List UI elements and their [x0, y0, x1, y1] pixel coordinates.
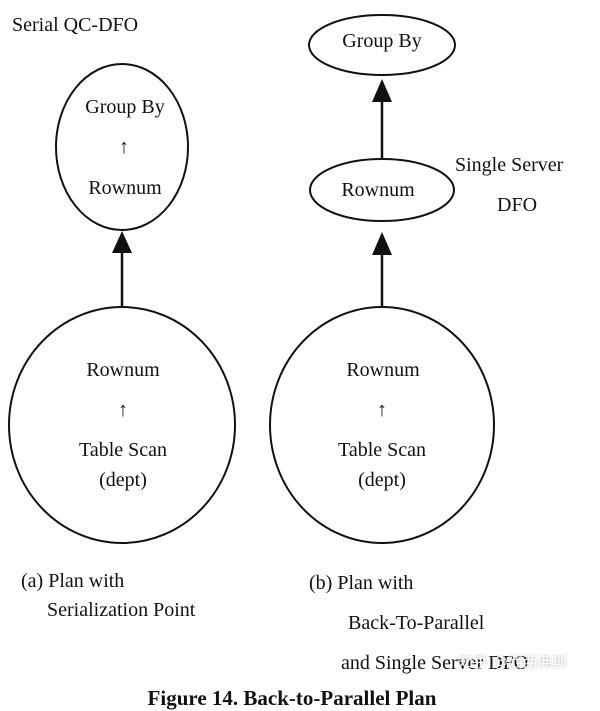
- left-panel-heading: Serial QC-DFO: [12, 14, 139, 36]
- right-annotation-line-2: DFO: [497, 194, 538, 216]
- figure-caption: Figure 14. Back-to-Parallel Plan: [147, 686, 437, 710]
- right-caption-line-1: (b) Plan with: [309, 572, 414, 594]
- right-top-node: [308, 14, 456, 76]
- left-bottom-node-label-3: (dept): [99, 469, 147, 491]
- left-bottom-node-arrow: ↑: [118, 399, 128, 421]
- right-caption-line-2: Back-To-Parallel: [348, 612, 485, 634]
- right-middle-node: [309, 158, 455, 222]
- right-top-node-label: Group By: [342, 30, 422, 52]
- left-bottom-node-label-2: Table Scan: [78, 439, 168, 461]
- left-caption-line-1: (a) Plan with: [21, 570, 125, 592]
- left-edge-arrowhead: [112, 231, 132, 253]
- right-bottom-node-label-2: Table Scan: [337, 439, 427, 461]
- left-top-node-arrow: ↑: [119, 136, 129, 158]
- right-lower-edge-arrowhead: [372, 232, 392, 255]
- right-bottom-node-label-3: (dept): [358, 469, 406, 491]
- right-bottom-node-arrow: ↑: [377, 399, 387, 421]
- right-bottom-node: [269, 306, 495, 544]
- right-middle-node-label: Rownum: [341, 179, 415, 201]
- left-bottom-node: [8, 306, 236, 544]
- left-top-node-label-1: Group By: [85, 96, 165, 118]
- left-caption-line-2: Serialization Point: [47, 599, 196, 621]
- right-annotation-line-1: Single Server: [455, 154, 564, 176]
- right-caption-line-3: and Single Server DFO: [341, 652, 529, 674]
- watermark: 知乎 @西西弗斯: [458, 653, 568, 671]
- right-upper-edge-arrowhead: [372, 79, 392, 102]
- left-top-node: [55, 63, 189, 231]
- right-bottom-node-label-1: Rownum: [346, 359, 420, 381]
- left-bottom-node-label-1: Rownum: [86, 359, 160, 381]
- left-top-node-label-2: Rownum: [88, 177, 162, 199]
